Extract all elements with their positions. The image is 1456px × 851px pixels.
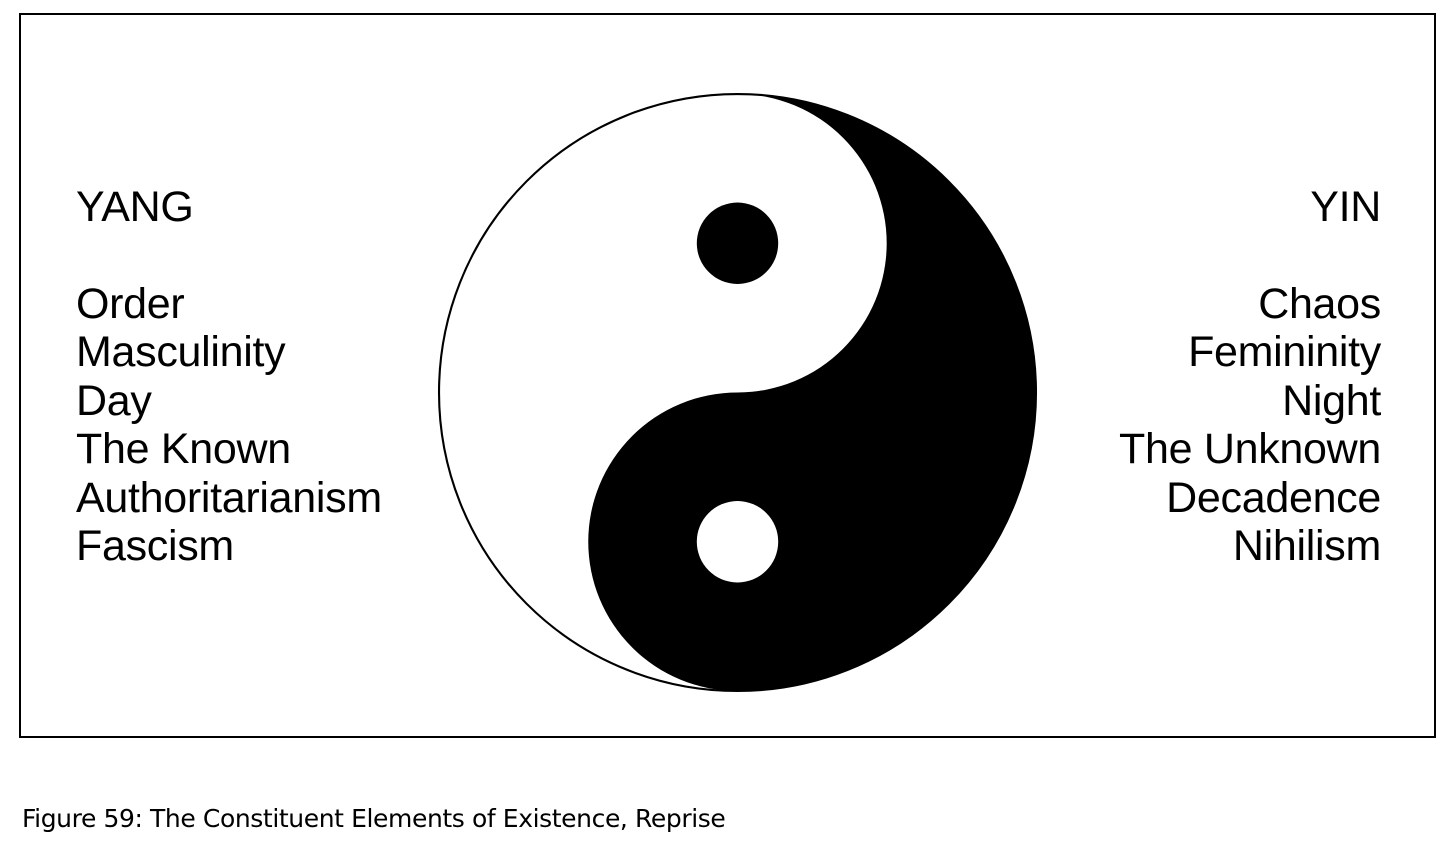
diagram-frame: YANG Order Masculinity Day The Known Aut… bbox=[19, 13, 1436, 738]
yin-item: Night bbox=[1282, 376, 1381, 425]
yang-heading: YANG bbox=[76, 183, 194, 231]
yang-dark-dot bbox=[696, 202, 779, 284]
yin-column: YIN Chaos Femininity Night The Unknown D… bbox=[1119, 183, 1381, 571]
yang-item: Masculinity bbox=[76, 328, 286, 376]
yang-item: Authoritarianism bbox=[76, 473, 382, 522]
yang-item: Fascism bbox=[76, 522, 234, 570]
yin-item: The Unknown bbox=[1118, 425, 1381, 473]
yin-yang-icon bbox=[437, 92, 1038, 693]
yin-light-dot bbox=[696, 501, 779, 583]
yang-column: YANG Order Masculinity Day The Known Aut… bbox=[76, 183, 382, 571]
yang-item: Day bbox=[76, 376, 152, 425]
yin-item: Decadence bbox=[1166, 473, 1381, 522]
yang-item: The Known bbox=[76, 425, 291, 473]
figure-caption: Figure 59: The Constituent Elements of E… bbox=[22, 804, 726, 833]
yang-item: Order bbox=[76, 279, 185, 328]
yin-item: Femininity bbox=[1188, 328, 1381, 376]
yin-item: Nihilism bbox=[1232, 522, 1381, 570]
yin-item: Chaos bbox=[1258, 279, 1381, 328]
yin-heading: YIN bbox=[1310, 183, 1381, 231]
